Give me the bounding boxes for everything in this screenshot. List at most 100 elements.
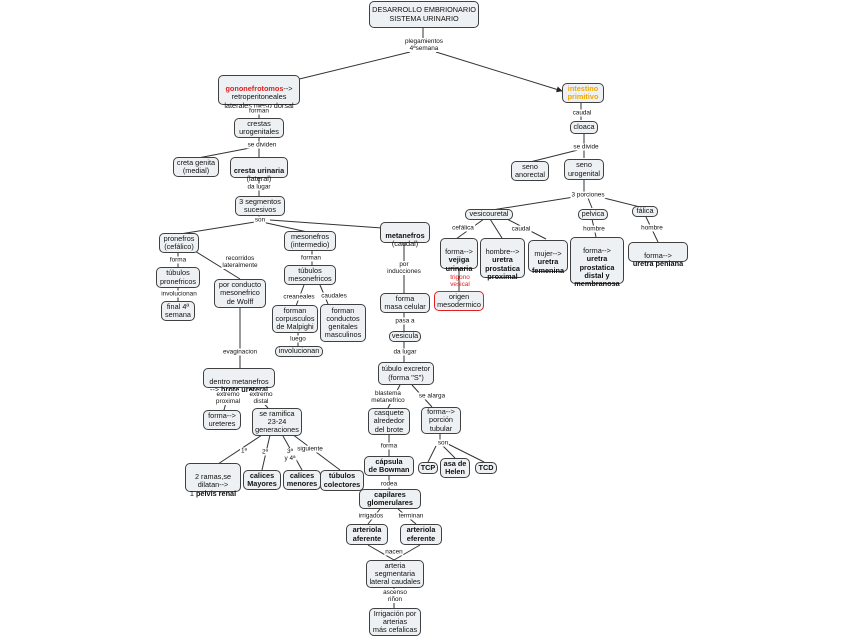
- label-nacen: nacen: [384, 548, 404, 556]
- brote-prefix: dentro metanefros -->: [209, 377, 269, 395]
- crestas-urogenitales-node: crestas urogenitales: [234, 118, 284, 138]
- label-da-lugar-2: da lugar: [392, 348, 418, 356]
- pelvis-prefix: 2 ramas,se dilatan--> 1: [189, 472, 232, 498]
- label-creaneales: creaneales: [282, 293, 316, 301]
- label-evaginacion: evaginacion: [221, 348, 259, 356]
- vesicouretal-node: vesicouretal: [465, 209, 513, 220]
- intestino-primitivo-term: intestino primitivo: [567, 83, 599, 101]
- falica-node: fálica: [632, 206, 658, 217]
- conducto-wolff-node: por conducto mesonefrico de Wolff: [214, 279, 266, 308]
- origen-mesodermico-node: origen mesodermico: [434, 291, 484, 311]
- arteriola-eferente-node: arteriola eferente: [400, 524, 442, 545]
- uretra-prox-prefix: hombre-->: [485, 247, 520, 257]
- uretra-pen-term: uretra peniana: [632, 259, 684, 269]
- arteriola-aferente-node: arteriola aferente: [346, 524, 388, 545]
- label-extremo-distal: extremo distal: [248, 391, 274, 405]
- uretra-fem-prefix: mujer-->: [534, 249, 562, 259]
- arteria-segmentaria-node: arteria segmentaria lateral caudales: [366, 560, 424, 588]
- calices-menores-node: calices menores: [283, 470, 321, 490]
- metanefros-desc: (caudal): [391, 239, 419, 249]
- tubulo-excretor-node: túbulo excretor (forma "S"): [378, 362, 434, 385]
- label-3-porciones: 3 porciones: [570, 191, 606, 199]
- cresta-urinaria-node: cresta urinaria (lateral): [230, 157, 288, 183]
- uretra-femenina-node: mujer--> uretra femenina: [528, 240, 568, 275]
- label-se-dividen: se dividen: [246, 141, 278, 149]
- brote-ureteral-node: dentro metanefros --> brote ureteral: [203, 368, 275, 394]
- label-son-1: son: [253, 216, 267, 224]
- pelvica-node: pelvica: [578, 209, 608, 220]
- label-primera: 1ª: [240, 447, 248, 455]
- label-caudales: caudales: [320, 292, 348, 300]
- label-rodea: rodea: [379, 480, 399, 488]
- label-cefalica: cefálica: [451, 224, 475, 232]
- mesonefros-node: mesonefros (intermedio): [284, 231, 336, 251]
- label-forma-1: forma: [168, 256, 188, 264]
- label-caudal-1: caudal: [571, 109, 593, 117]
- uretra-dist-prefix: forma-->: [583, 246, 611, 256]
- label-terminan: terminan: [397, 512, 425, 520]
- label-son-2: son: [436, 439, 450, 447]
- involucionan-node: involucionan: [275, 346, 323, 357]
- tubulos-pronefricos-node: túbulos pronefricos: [156, 267, 200, 288]
- label-siguiente: siguiente: [296, 445, 324, 453]
- capsula-bowman-node: cápsula de Bowman: [364, 456, 414, 476]
- conductos-genitales-node: forman conductos genitales masculinos: [320, 304, 366, 342]
- label-hombre-2: hombre: [640, 224, 664, 232]
- metanefros-node: metanefros (caudal): [380, 222, 430, 248]
- forma-masa-celular-node: forma masa celular: [380, 293, 430, 313]
- gononefrotomos-desc: --> retroperitoneales laterales meso dor…: [224, 84, 294, 110]
- title-node: DESARROLLO EMBRIONARIO SISTEMA URINARIO: [369, 1, 479, 28]
- label-extremo-proximal: extremo proximal: [214, 391, 242, 405]
- label-luego: luego: [289, 335, 307, 343]
- asa-henle-node: asa de Helen: [440, 458, 470, 478]
- tcp-node: TCP: [418, 462, 438, 474]
- pronefros-node: pronefros (cefálico): [159, 233, 199, 253]
- label-trigono-vesical: trigono vesical: [450, 274, 470, 288]
- uretra-fem-term: uretra femenina: [531, 257, 565, 275]
- capilares-glomerulares-node: capilares glomerulares: [359, 489, 421, 509]
- vejiga-term: vejiga urinaria: [445, 255, 473, 273]
- cresta-urinaria-term: cresta urinaria: [233, 166, 285, 176]
- final-4-semana-node: final 4ª semana: [161, 301, 195, 321]
- gononefrotomos-node: gononefrotomos--> retroperitoneales late…: [218, 75, 300, 109]
- uretra-prox-term: uretra prostatica proximal: [485, 255, 520, 281]
- intestino-primitivo-node: intestino primitivo: [562, 83, 604, 103]
- uretra-prostatica-proximal-node: hombre--> uretra prostatica proximal: [480, 238, 525, 281]
- cloaca-node: cloaca: [570, 121, 598, 134]
- pelvis-renal-node: 2 ramas,se dilatan--> 1 pelvis renal: [185, 463, 241, 497]
- creta-genita-node: creta genita (medial): [173, 157, 219, 177]
- seno-urogenital-node: seno urogenital: [564, 159, 604, 180]
- label-hombre-1: hombre: [582, 225, 606, 233]
- porcion-tubular-node: forma--> porción tubular: [421, 407, 461, 434]
- ramifica-node: se ramifica 23-24 generaciones: [252, 408, 302, 436]
- seno-anorectal-node: seno anorectal: [511, 161, 549, 181]
- vesicula-node: vesicula: [389, 331, 421, 342]
- uretra-prostatica-distal-node: forma--> uretra prostatica distal y memb…: [570, 237, 624, 288]
- label-irrigados: irrigados: [357, 512, 385, 520]
- vejiga-prefix: forma-->: [445, 247, 473, 257]
- tubulos-colectores-node: túbulos colectores: [320, 470, 364, 491]
- metanefros-term: metanefros: [385, 231, 425, 241]
- pelvis-term: pelvis renal: [195, 488, 237, 498]
- label-ascenso-rinon: ascenso riñon: [382, 589, 408, 603]
- label-por-inducciones: por inducciones: [386, 261, 422, 275]
- label-recorridos: recorridos lateralmente: [221, 255, 259, 269]
- uretra-peniana-node: forma--> uretra peniana: [628, 242, 688, 268]
- corpusculos-malpighi-node: forman corpusculos de Malpighi: [272, 305, 318, 333]
- vejiga-urinaria-node: forma--> vejiga urinaria: [440, 238, 478, 273]
- tcd-node: TCD: [475, 462, 497, 474]
- label-tercera-cuarta: 3ª y 4ª: [283, 448, 297, 462]
- label-se-divide: se divide: [572, 143, 600, 151]
- tres-segmentos-node: 3 segmentos sucesivos: [235, 196, 285, 216]
- calices-mayores-node: calices Mayores: [243, 470, 281, 490]
- label-se-alarga: se alarga: [417, 392, 447, 400]
- brote-term: brote ureteral: [219, 385, 269, 395]
- label-forma-2: forma: [379, 442, 399, 450]
- label-pasa-a: pasa a: [394, 317, 416, 325]
- casquete-node: casquete alrededor del brote: [368, 408, 410, 435]
- gononefrotomos-term: gononefrotomos: [225, 84, 284, 94]
- label-blastema: blastema metanefrico: [370, 390, 406, 404]
- label-forman-2: forman: [300, 254, 322, 262]
- tubulos-mesonefricos-node: túbulos mesonefricos: [284, 265, 336, 285]
